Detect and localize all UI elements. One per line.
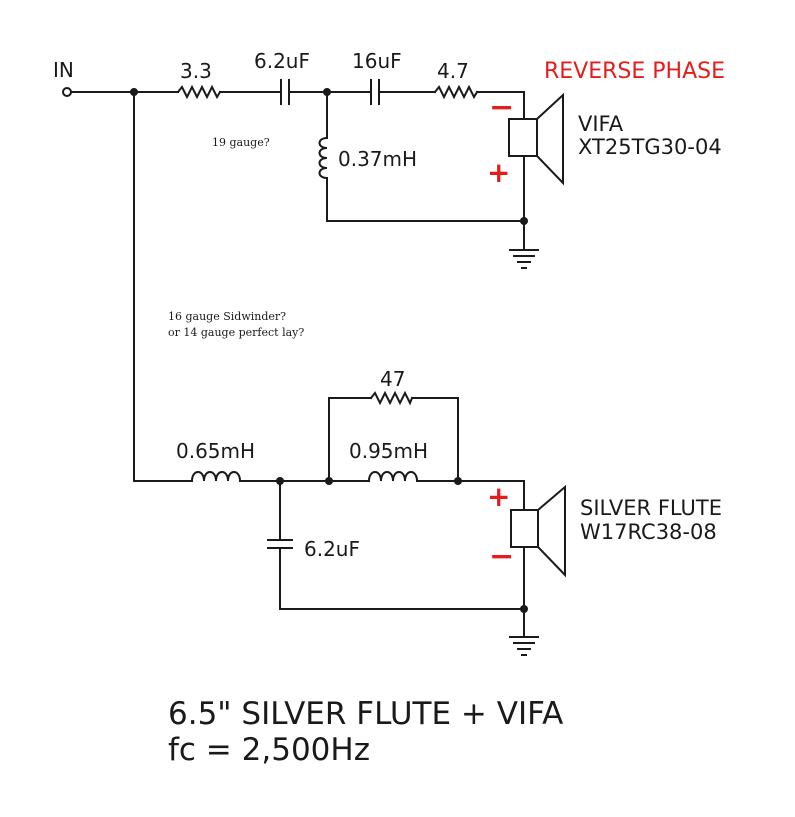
capacitor-16uf-label: 16uF xyxy=(352,49,402,73)
tweeter-branch: IN 3.3 6.2uF 16uF 4.7 0.37mH 19 gauge? xyxy=(53,49,725,269)
inductor-0-65mh-label: 0.65mH xyxy=(176,439,255,463)
woofer-brand: SILVER FLUTE xyxy=(580,496,722,520)
reverse-phase-label: REVERSE PHASE xyxy=(544,59,725,84)
wire-l2-to-driver xyxy=(416,480,525,511)
resistor-3-3-label: 3.3 xyxy=(180,59,212,83)
inductor-0-65mh xyxy=(190,471,242,483)
inductor-0-37mh xyxy=(318,136,329,180)
ground-symbol-tweeter xyxy=(509,249,539,269)
woofer-wire-note-line1: 16 gauge Sidwinder? xyxy=(168,310,286,323)
resistor-3-3 xyxy=(176,84,222,100)
tweeter-driver-cone xyxy=(536,92,564,186)
input-label: IN xyxy=(53,58,74,82)
woofer-branch: 16 gauge Sidwinder? or 14 gauge perfect … xyxy=(133,91,722,656)
title-line-2: fc = 2,500Hz xyxy=(168,732,370,768)
woofer-terminal-plus: + xyxy=(487,480,510,513)
resistor-47 xyxy=(369,390,414,406)
tweeter-terminal-minus: − xyxy=(489,90,514,125)
wire-woofer-cap-bottom xyxy=(279,547,525,610)
inductor-0-37mh-label: 0.37mH xyxy=(338,147,417,171)
resistor-4-7-label: 4.7 xyxy=(437,59,469,83)
tweeter-model: XT25TG30-04 xyxy=(578,135,722,159)
capacitor-6-2uf-label: 6.2uF xyxy=(254,49,310,73)
woofer-driver xyxy=(510,484,566,578)
wire-shunt-bottom xyxy=(326,177,525,222)
woofer-driver-magnet xyxy=(510,509,539,548)
capacitor-6-2uf xyxy=(280,79,290,105)
woofer-model: W17RC38-08 xyxy=(580,520,717,544)
input-terminal xyxy=(62,87,72,97)
tweeter-wire-note: 19 gauge? xyxy=(212,136,270,149)
inductor-0-95mh xyxy=(367,471,419,483)
junction-tweeter-return xyxy=(520,217,528,225)
capacitor-16uf xyxy=(370,79,380,105)
woofer-wire-note-line2: or 14 gauge perfect lay? xyxy=(168,326,304,339)
wire-parallel-top xyxy=(328,397,459,482)
capacitor-woofer-6-2uf xyxy=(267,539,293,549)
title-line-1: 6.5" SILVER FLUTE + VIFA xyxy=(168,696,563,732)
capacitor-woofer-6-2uf-label: 6.2uF xyxy=(304,537,360,561)
ground-symbol-woofer xyxy=(509,636,539,656)
inductor-0-95mh-label: 0.95mH xyxy=(349,439,428,463)
tweeter-terminal-plus: + xyxy=(487,156,510,189)
tweeter-brand: VIFA xyxy=(578,112,624,136)
junction-parallel-right xyxy=(454,477,462,485)
wire-r2-to-driver xyxy=(476,91,525,120)
junction-woofer-return xyxy=(520,605,528,613)
tweeter-driver xyxy=(508,92,564,186)
resistor-47-label: 47 xyxy=(380,367,405,391)
resistor-4-7 xyxy=(433,84,479,100)
wire-main-vertical xyxy=(133,91,193,482)
woofer-terminal-minus: − xyxy=(489,539,514,574)
woofer-driver-cone xyxy=(537,484,566,578)
